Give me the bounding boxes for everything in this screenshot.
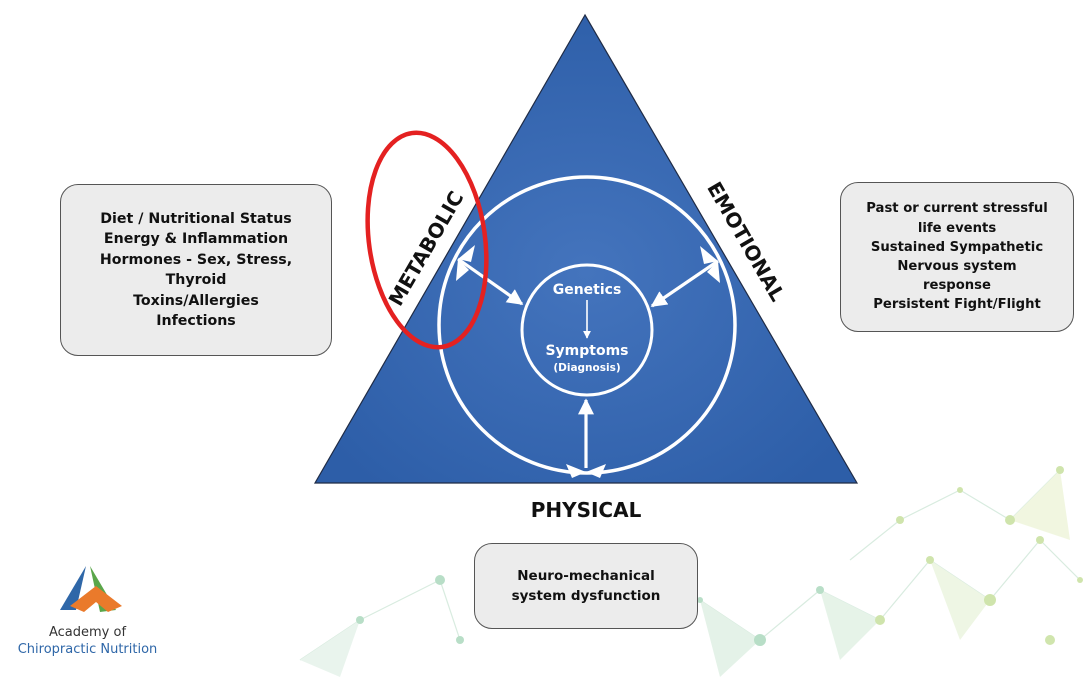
physical-factors-box: Neuro-mechanical system dysfunction [474,543,698,629]
emotional-factor-line: Past or current stressful [866,201,1048,217]
metabolic-factor-line: Toxins/Allergies [133,292,259,309]
logo-text-line1: Academy of [48,625,127,640]
highlight-ellipse [365,130,489,350]
network-background [299,466,1083,677]
physical-factor-line: system dysfunction [511,588,661,604]
emotional-factor-line: life events [917,220,997,236]
emotional-factor-line: Sustained Sympathetic [870,239,1044,255]
emotional-factors-box: Past or current stressful life events Su… [840,182,1074,332]
emotional-factor-line: response [923,278,991,294]
center-label-diagnosis: (Diagnosis) [553,362,620,374]
metabolic-factor-line: Hormones - Sex, Stress, [99,251,293,268]
arrows-circumference [456,245,720,478]
center-label-symptoms: Symptoms [545,343,628,359]
academy-logo-icon [60,566,122,612]
logo-text-line2: Chiropractic Nutrition [17,642,158,657]
metabolic-factors-box: Diet / Nutritional Status Energy & Infla… [60,184,332,356]
metabolic-factor-line: Energy & Inflammation [103,231,289,247]
side-label-physical: PHYSICAL [531,498,642,522]
emotional-factor-line: Persistent Fight/Flight [873,297,1041,313]
outer-circle [437,175,737,475]
center-label-genetics: Genetics [553,282,622,298]
triangle-shape [313,13,859,484]
emotional-factor-line: Nervous system [897,259,1017,274]
arrows-inward [457,257,719,468]
inner-circle [520,263,654,397]
metabolic-factor-line: Diet / Nutritional Status [100,210,292,227]
metabolic-factor-line: Infections [156,313,236,329]
metabolic-factor-line: Thyroid [165,272,227,288]
physical-factor-line: Neuro-mechanical [517,568,655,584]
